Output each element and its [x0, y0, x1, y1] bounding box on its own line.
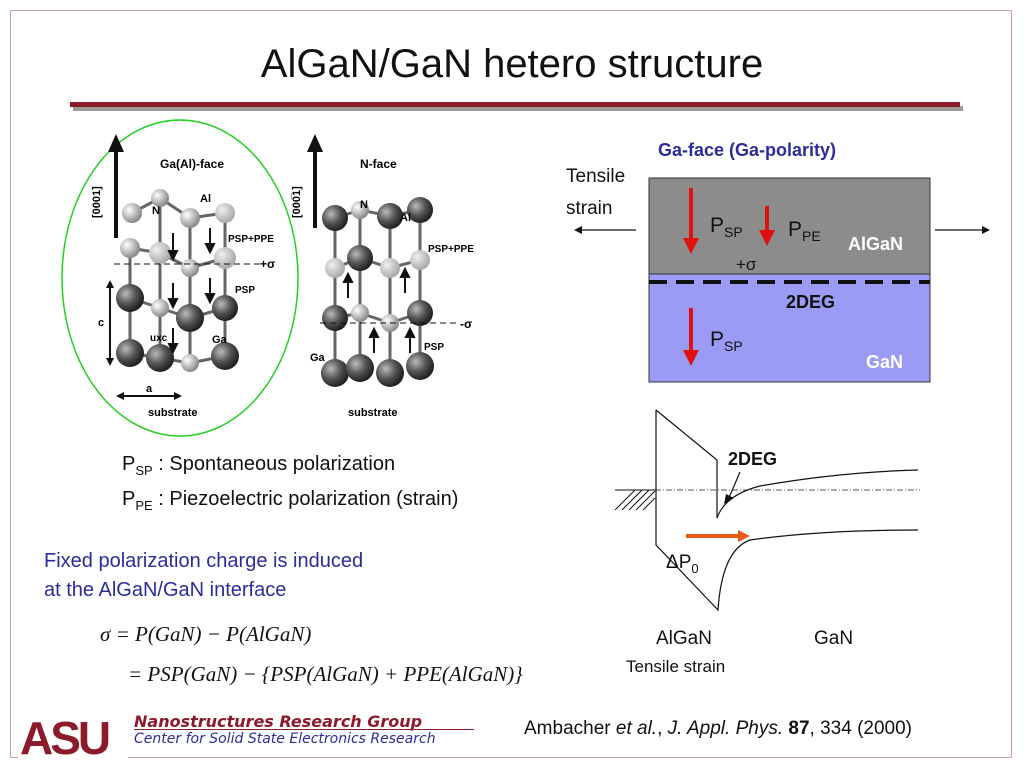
- ga-face-heading: Ga-face (Ga-polarity): [658, 140, 836, 160]
- left-label-al: Al: [200, 193, 211, 205]
- right-label-charge: -σ: [460, 317, 472, 331]
- equation-line2: = PSP(GaN) − {PSP(AlGaN) + PPE(AlGaN)}: [128, 662, 523, 686]
- psp-bottom-label: PSP: [710, 328, 743, 354]
- left-axis-label: [0001]: [91, 186, 103, 218]
- title-underline: [70, 102, 960, 107]
- definitions: PSP : Spontaneous polarization PPE : Pie…: [122, 450, 458, 520]
- reference-citation: Ambacher et al., J. Appl. Phys. 87, 334 …: [524, 718, 912, 739]
- left-label-psp: PSP: [235, 285, 255, 296]
- right-atoms: [321, 197, 434, 387]
- algan-label: AlGaN: [848, 234, 903, 254]
- conduction-band-edge: [655, 409, 919, 519]
- left-face-title: Ga(Al)-face: [160, 157, 224, 171]
- note-line2: at the AlGaN/GaN interface: [44, 579, 287, 601]
- psp-definition: PSP : Spontaneous polarization: [122, 453, 396, 478]
- svg-text:ASU: ASU: [20, 712, 109, 758]
- dp0-label: ΔP0: [666, 552, 699, 576]
- right-label-psp-ppe: PSP+PPE: [428, 244, 474, 255]
- tensile-label-line2: strain: [566, 198, 612, 219]
- 2deg-pointer: [727, 471, 741, 501]
- left-axis: [0001]: [91, 134, 124, 238]
- right-label-substrate: substrate: [348, 407, 398, 419]
- left-label-uxc: uxc: [150, 333, 168, 344]
- ppe-definition: PPE : Piezoelectric polarization (strain…: [122, 488, 459, 513]
- right-label-psp: PSP: [424, 342, 444, 353]
- 2deg-label: 2DEG: [786, 292, 835, 312]
- crystal-structure-figure: [0001] Ga(Al)-face: [61, 119, 474, 437]
- band-algan-label: AlGaN: [656, 628, 712, 649]
- valence-band-edge: [655, 410, 919, 612]
- psp-top-label: PSP: [710, 214, 743, 240]
- note-line1: Fixed polarization charge is induced: [44, 550, 364, 572]
- gan-layer: [648, 273, 931, 383]
- right-face-title: N-face: [360, 157, 397, 171]
- slide-title: AlGaN/GaN hetero structure: [260, 42, 764, 86]
- right-label-al: Al: [400, 212, 411, 224]
- gan-label: GaN: [866, 352, 903, 372]
- band-2deg-label: 2DEG: [728, 449, 777, 469]
- left-label-charge: +σ: [260, 257, 275, 271]
- fermi-hatch: [614, 489, 656, 511]
- band-tensile-label: Tensile strain: [626, 657, 725, 676]
- right-axis: [000̅1]: [291, 134, 323, 228]
- tensile-label-line1: Tensile: [566, 166, 625, 187]
- asu-logo: ASU: [18, 710, 128, 758]
- left-label-psp-ppe: PSP+PPE: [228, 234, 274, 245]
- band-diagram: 2DEG ΔP0 AlGaN GaN Tensile strain: [614, 409, 920, 676]
- right-label-n: N: [360, 199, 368, 211]
- band-gan-label: GaN: [814, 628, 853, 649]
- right-axis-label: [000̅1]: [291, 186, 303, 218]
- left-label-n: N: [152, 205, 160, 217]
- left-label-ga: Ga: [212, 334, 228, 346]
- algan-layer: [648, 177, 931, 275]
- left-label-a: a: [146, 383, 153, 395]
- equation-line1: σ = P(GaN) − P(AlGaN): [100, 622, 312, 646]
- footer-center-name: Center for Solid State Electronics Resea…: [134, 731, 436, 747]
- right-polarization-arrows: [342, 266, 416, 353]
- plus-sigma-label: +σ: [736, 255, 757, 274]
- ppe-label: PPE: [788, 218, 821, 244]
- footer-group-name: Nanostructures Research Group: [134, 712, 423, 731]
- footer-divider: [134, 729, 474, 730]
- left-label-c: c: [98, 317, 104, 329]
- right-label-ga: Ga: [310, 352, 326, 364]
- left-label-substrate: substrate: [148, 407, 198, 419]
- left-atoms: [116, 189, 239, 372]
- left-polarization-arrows: [167, 228, 216, 355]
- highlight-ellipse: [61, 119, 299, 437]
- slide-frame: [10, 10, 1012, 758]
- interface-note: Fixed polarization charge is induced at …: [44, 547, 363, 605]
- heterostructure-diagram: Ga-face (Ga-polarity) Tensile strain PSP…: [566, 140, 990, 383]
